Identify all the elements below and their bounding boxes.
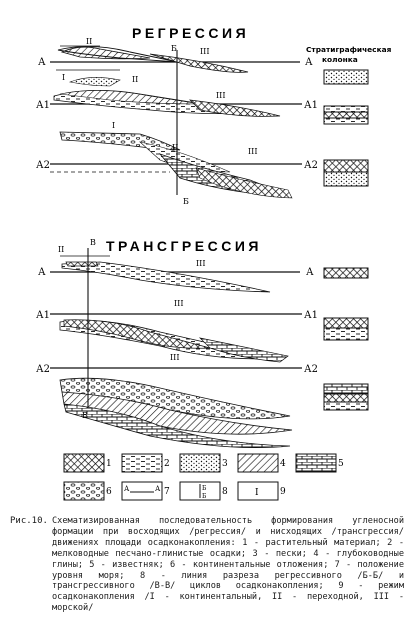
svg-text:А: А — [124, 485, 130, 493]
svg-text:I: I — [112, 121, 115, 130]
svg-text:Б: Б — [171, 44, 177, 53]
section-line-v: В В — [82, 238, 96, 420]
svg-text:III: III — [200, 47, 209, 56]
strat-column-subtitle: колонка — [322, 55, 358, 64]
caption-label: Рис.10. — [10, 516, 48, 526]
svg-text:В: В — [90, 238, 96, 247]
legend-swatch-2 — [121, 453, 163, 473]
regression-panel-a2: А2 А2 I II III — [36, 121, 318, 199]
regression-strat-columns — [323, 69, 369, 187]
legend-num-2: 2 — [164, 459, 170, 469]
svg-text:Б: Б — [202, 493, 207, 500]
svg-text:А1: А1 — [304, 100, 318, 111]
legend: 1 2 3 4 5 6 А А 7 Б Б 8 I 9 — [63, 453, 344, 501]
svg-text:А2: А2 — [304, 160, 318, 171]
legend-num-4: 4 — [280, 459, 286, 469]
svg-text:III: III — [248, 147, 257, 156]
legend-num-1: 1 — [106, 459, 112, 469]
svg-text:А1: А1 — [36, 100, 50, 111]
svg-text:В: В — [82, 411, 88, 420]
svg-text:II: II — [172, 143, 178, 152]
strat-column-title: Стратиграфическая — [306, 45, 392, 54]
section-line-b: Б Б — [171, 44, 189, 206]
svg-text:II: II — [58, 245, 64, 254]
svg-text:III: III — [170, 353, 179, 362]
svg-text:А2: А2 — [36, 364, 50, 375]
svg-text:III: III — [196, 259, 205, 268]
legend-num-3: 3 — [222, 459, 228, 469]
svg-text:А: А — [306, 267, 314, 278]
regression-panel-a: А А II III — [38, 37, 313, 73]
legend-swatch-5 — [295, 453, 337, 473]
legend-num-6: 6 — [106, 487, 112, 497]
transgression-heading: ТРАНСГРЕССИЯ — [106, 238, 262, 254]
svg-text:Б: Б — [202, 485, 207, 492]
legend-num-8: 8 — [222, 487, 228, 497]
transgression-panel-a: А А II III — [38, 245, 314, 293]
svg-text:А1: А1 — [304, 310, 318, 321]
legend-num-5: 5 — [338, 459, 344, 469]
level-label-a-right: А — [305, 57, 313, 68]
svg-text:III: III — [174, 299, 183, 308]
level-label-a: А — [38, 57, 46, 68]
legend-num-9: 9 — [280, 487, 286, 497]
transgression-panel-a1: А1 А1 III — [36, 299, 318, 363]
svg-text:А2: А2 — [36, 160, 50, 171]
legend-swatch-6 — [63, 481, 105, 501]
regression-heading: РЕГРЕССИЯ — [132, 25, 249, 41]
svg-text:I: I — [62, 73, 65, 82]
legend-swatch-4 — [237, 453, 279, 473]
regression-panel-a1: А1 А1 I II III — [36, 69, 318, 117]
svg-text:III: III — [216, 91, 225, 100]
transgression-strat-columns — [323, 267, 369, 411]
svg-text:I: I — [255, 488, 259, 498]
svg-text:II: II — [86, 37, 92, 46]
svg-text:А2: А2 — [304, 364, 318, 375]
transgression-panel-a2: А2 А2 III — [36, 353, 318, 449]
svg-text:А: А — [155, 485, 161, 493]
svg-text:Б: Б — [183, 197, 189, 206]
legend-swatch-9 — [237, 481, 279, 501]
svg-text:А: А — [38, 267, 46, 278]
legend-num-7: 7 — [164, 487, 170, 497]
legend-swatch-3 — [179, 453, 221, 473]
svg-text:А1: А1 — [36, 310, 50, 321]
figure-caption: Схематизированная последовательность фор… — [52, 516, 404, 614]
svg-text:II: II — [132, 75, 138, 84]
legend-swatch-7 — [121, 481, 163, 501]
legend-swatch-1 — [63, 453, 105, 473]
